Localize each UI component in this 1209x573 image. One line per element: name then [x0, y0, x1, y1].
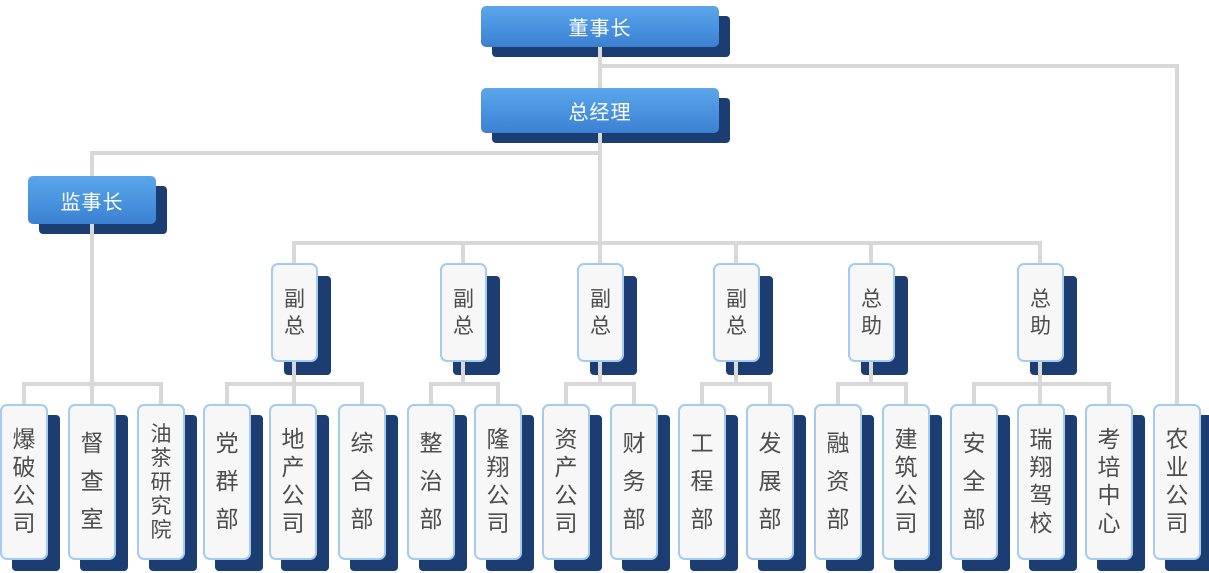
node-exam-training-center-label: 考培中心 [1097, 427, 1121, 537]
node-safety-dept-label: 安全部 [962, 431, 986, 533]
node-finance-dept-label: 财务部 [622, 431, 646, 533]
node-longxiang-company-label: 隆翔公司 [486, 427, 510, 537]
node-general-affairs-dept-label: 综合部 [350, 431, 374, 533]
connector-stub-leaf4 [225, 382, 229, 406]
node-supervisor-label: 监事长 [60, 189, 124, 214]
node-camellia-research-institute: 油茶研究院 [137, 404, 185, 560]
node-development-dept: 发展部 [746, 404, 794, 560]
node-engineering-dept-label: 工程部 [690, 431, 714, 533]
node-deputy-gm-3-label: 副总 [590, 286, 611, 338]
connector-stub-leaf9 [564, 382, 568, 406]
connector-stub-assistant1-bottom [869, 360, 873, 384]
node-general-affairs-dept: 综合部 [338, 404, 386, 560]
connector-mid-row [292, 241, 1042, 245]
node-rectification-dept: 整治部 [407, 404, 455, 560]
node-financing-dept-label: 融资部 [826, 431, 850, 533]
node-chairman: 董事长 [481, 6, 719, 47]
connector-stub-deputy2-bottom [461, 360, 465, 384]
node-supervisor: 监事长 [28, 176, 156, 224]
connector-stub-leaf10 [632, 382, 636, 406]
node-party-masses-dept-label: 党群部 [215, 431, 239, 533]
node-supervision-office: 督查室 [68, 404, 116, 560]
node-deputy-gm-3: 副总 [577, 263, 624, 362]
connector-stub-assistant1-top [869, 241, 873, 265]
connector-supervisor-down [90, 222, 94, 406]
connector-stub-leaf14 [904, 382, 908, 406]
connector-stub-leaf11 [700, 382, 704, 406]
node-real-estate-company-label: 地产公司 [281, 427, 305, 537]
node-assets-company: 资产公司 [542, 404, 590, 560]
connector-group-deputy3 [564, 382, 636, 386]
node-real-estate-company: 地产公司 [269, 404, 317, 560]
connector-stub-deputy3-top [598, 241, 602, 265]
node-party-masses-dept: 党群部 [203, 404, 251, 560]
node-construction-company-label: 建筑公司 [894, 427, 918, 537]
node-rectification-dept-label: 整治部 [419, 431, 443, 533]
connector-gm-left-branch [90, 151, 602, 155]
node-blasting-company: 爆破公司 [0, 404, 48, 560]
connector-stub-leaf3 [159, 382, 163, 406]
node-deputy-gm-2: 副总 [440, 263, 487, 362]
connector-down-to-supervisor [90, 151, 94, 178]
connector-group-deputy2 [429, 382, 500, 386]
connector-stub-leaf1 [22, 382, 26, 406]
connector-stub-leaf12 [768, 382, 772, 406]
node-deputy-gm-1-label: 副总 [284, 286, 305, 338]
connector-group-assistant1 [836, 382, 908, 386]
connector-stub-leaf6 [360, 382, 364, 406]
connector-down-to-agriculture [1175, 64, 1179, 404]
node-chairman-label: 董事长 [568, 16, 632, 40]
connector-group-supervisor [22, 382, 163, 386]
node-safety-dept: 安全部 [950, 404, 998, 560]
node-general-manager: 总经理 [481, 88, 719, 133]
connector-stub-deputy4-bottom [734, 360, 738, 384]
connector-group-assistant2 [972, 382, 1111, 386]
connector-stub-leaf13 [836, 382, 840, 406]
connector-stub-leaf7 [429, 382, 433, 406]
connector-group-deputy4 [700, 382, 772, 386]
node-construction-company: 建筑公司 [882, 404, 930, 560]
node-gm-assistant-1-label: 总助 [861, 286, 882, 338]
node-gm-assistant-1: 总助 [848, 263, 895, 362]
node-financing-dept: 融资部 [814, 404, 862, 560]
connector-stub-deputy4-top [734, 241, 738, 265]
connector-stub-deputy3-bottom [598, 360, 602, 384]
connector-stub-deputy1-top [292, 241, 296, 265]
node-finance-dept: 财务部 [610, 404, 658, 560]
node-agriculture-company-label: 农业公司 [1165, 427, 1189, 537]
node-deputy-gm-4-label: 副总 [726, 286, 747, 338]
node-general-manager-label: 总经理 [568, 100, 632, 124]
node-assets-company-label: 资产公司 [554, 427, 578, 537]
node-ruixiang-driving-school-label: 瑞翔驾校 [1029, 427, 1053, 537]
connector-stub-deputy2-top [461, 241, 465, 265]
node-supervision-office-label: 督查室 [80, 431, 104, 533]
connector-stub-leaf17 [1107, 382, 1111, 406]
node-deputy-gm-2-label: 副总 [453, 286, 474, 338]
node-gm-assistant-2-label: 总助 [1030, 286, 1051, 338]
connector-chairman-right-branch [598, 64, 1179, 68]
node-ruixiang-driving-school: 瑞翔驾校 [1017, 404, 1065, 560]
node-deputy-gm-1: 副总 [271, 263, 318, 362]
node-gm-assistant-2: 总助 [1017, 263, 1064, 362]
connector-group-deputy1 [225, 382, 364, 386]
node-engineering-dept: 工程部 [678, 404, 726, 560]
node-longxiang-company: 隆翔公司 [474, 404, 522, 560]
node-exam-training-center: 考培中心 [1085, 404, 1133, 560]
node-blasting-company-label: 爆破公司 [12, 427, 36, 537]
connector-stub-leaf8 [496, 382, 500, 406]
node-agriculture-company: 农业公司 [1153, 404, 1201, 560]
node-camellia-research-institute-label: 油茶研究院 [150, 422, 172, 542]
connector-stub-leaf15 [972, 382, 976, 406]
node-development-dept-label: 发展部 [758, 431, 782, 533]
connector-gm-down [598, 133, 602, 245]
connector-stub-assistant2-top [1038, 241, 1042, 265]
node-deputy-gm-4: 副总 [713, 263, 760, 362]
